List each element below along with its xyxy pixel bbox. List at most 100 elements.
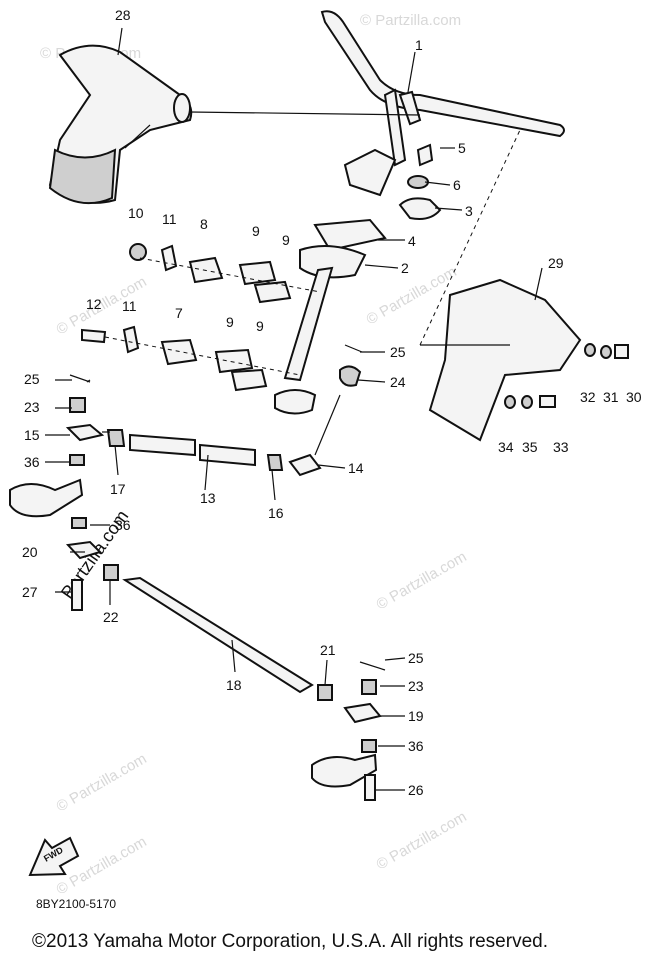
callout-13: 13 [200,490,216,506]
part-4-holder [313,218,387,252]
watermark: © Partzilla.com [360,12,461,29]
callout-27: 27 [22,584,38,600]
part-13-tie-rod-section [199,443,256,467]
callout-4: 4 [408,233,416,249]
part-9-bushing [238,260,277,286]
callout-26: 26 [408,782,424,798]
part-30-bolt [614,344,629,359]
part-7-clamp [160,338,198,366]
callout-36-right: 36 [408,738,424,754]
callout-12: 12 [86,296,102,312]
watermark: © Partzilla.com [374,548,470,613]
part-17-nut [106,429,126,447]
part-22-nut [103,564,119,581]
callout-18: 18 [226,677,242,693]
callout-34: 34 [498,439,514,455]
part-25-cotter-pin [344,344,363,353]
part-20-tie-rod-end [65,540,102,560]
part-11-plate [160,244,178,272]
callout-19: 19 [408,708,424,724]
part-23-nut-right [361,679,377,695]
callout-36-left: 36 [24,454,40,470]
callout-16: 16 [268,505,284,521]
callout-21: 21 [320,642,336,658]
part-36-washer-2 [71,517,87,529]
part-29-column-cover [428,278,582,442]
part-15-tie-rod-end [65,423,105,442]
part-1-handlebar [189,10,565,197]
callout-36-mid: 36 [115,517,131,533]
steering-knuckle-right [311,753,378,788]
part-24-nut [339,365,362,387]
part-31-washer [600,345,612,359]
callout-2: 2 [401,260,409,276]
copyright-notice: ©2013 Yamaha Motor Corporation, U.S.A. A… [32,931,548,952]
part-19-tie-rod-end [343,702,382,724]
callout-1: 1 [415,37,423,53]
callout-20: 20 [22,544,38,560]
callout-17: 17 [110,481,126,497]
part-10-nut [129,243,147,261]
steering-knuckle-left [9,478,84,518]
callout-9d: 9 [256,318,264,334]
part-25-cotter-pin-left [69,374,91,383]
part-2-steering-column-plate [299,245,367,279]
callout-11: 11 [162,211,177,227]
callout-31: 31 [603,389,619,405]
callout-11b: 11 [122,298,137,314]
part-25-cotter-pin-right [359,661,386,671]
callout-33: 33 [553,439,569,455]
part-5-bolt [416,143,434,167]
callout-25-right: 25 [408,650,424,666]
callout-9c: 9 [226,314,234,330]
leader-lines [45,27,543,791]
callout-15: 15 [24,427,40,443]
callout-9: 9 [252,223,260,239]
part-2-steering-column [283,266,334,382]
callout-9b: 9 [282,232,290,248]
callout-29: 29 [548,255,564,271]
part-9-bushing-lower [214,348,254,374]
callouts: 28 1 5 6 3 4 2 29 10 11 8 9 9 12 11 7 9 … [22,7,642,798]
part-16-nut [266,454,284,471]
callout-23-left: 23 [24,399,40,415]
part-18-tie-rod [122,576,314,694]
callout-28: 28 [115,7,131,23]
callout-7: 7 [175,305,183,321]
callout-32: 32 [580,389,596,405]
callout-3: 3 [465,203,473,219]
fwd-arrow-icon: FWD [28,836,80,877]
part-28-handlebar-cover [48,44,193,205]
watermark: © Partzilla.com [54,750,150,815]
callout-10: 10 [128,205,144,221]
part-26-bolt [364,774,376,801]
callout-25-left: 25 [24,371,40,387]
part-12-bolt [81,328,107,344]
callout-23-right: 23 [408,678,424,694]
part-33-bolt [539,395,556,408]
callout-8: 8 [200,216,208,232]
watermark: © Partzilla.com [364,263,460,328]
part-34-washer [504,395,516,409]
callout-22: 22 [103,609,119,625]
callout-25: 25 [390,344,406,360]
callout-5: 5 [458,140,466,156]
part-32-washer [584,343,596,357]
part-21-nut [317,684,333,701]
watermark: © Partzilla.com [374,808,470,873]
part-3-holder [398,197,442,220]
part-23-nut [69,397,86,413]
steering-column-lower-arm [274,389,317,415]
callout-24: 24 [390,374,406,390]
part-36-washer-right [361,739,377,753]
diagram-code: 8BY2100-5170 [36,897,117,911]
callout-30: 30 [626,389,642,405]
part-9-bushing-lower-2 [230,368,268,392]
part-35-washer [521,395,533,409]
part-27-bolt [71,579,83,611]
callout-35: 35 [522,439,538,455]
callout-6: 6 [453,177,461,193]
part-11-plate-lower [122,325,140,354]
callout-14: 14 [348,460,364,476]
